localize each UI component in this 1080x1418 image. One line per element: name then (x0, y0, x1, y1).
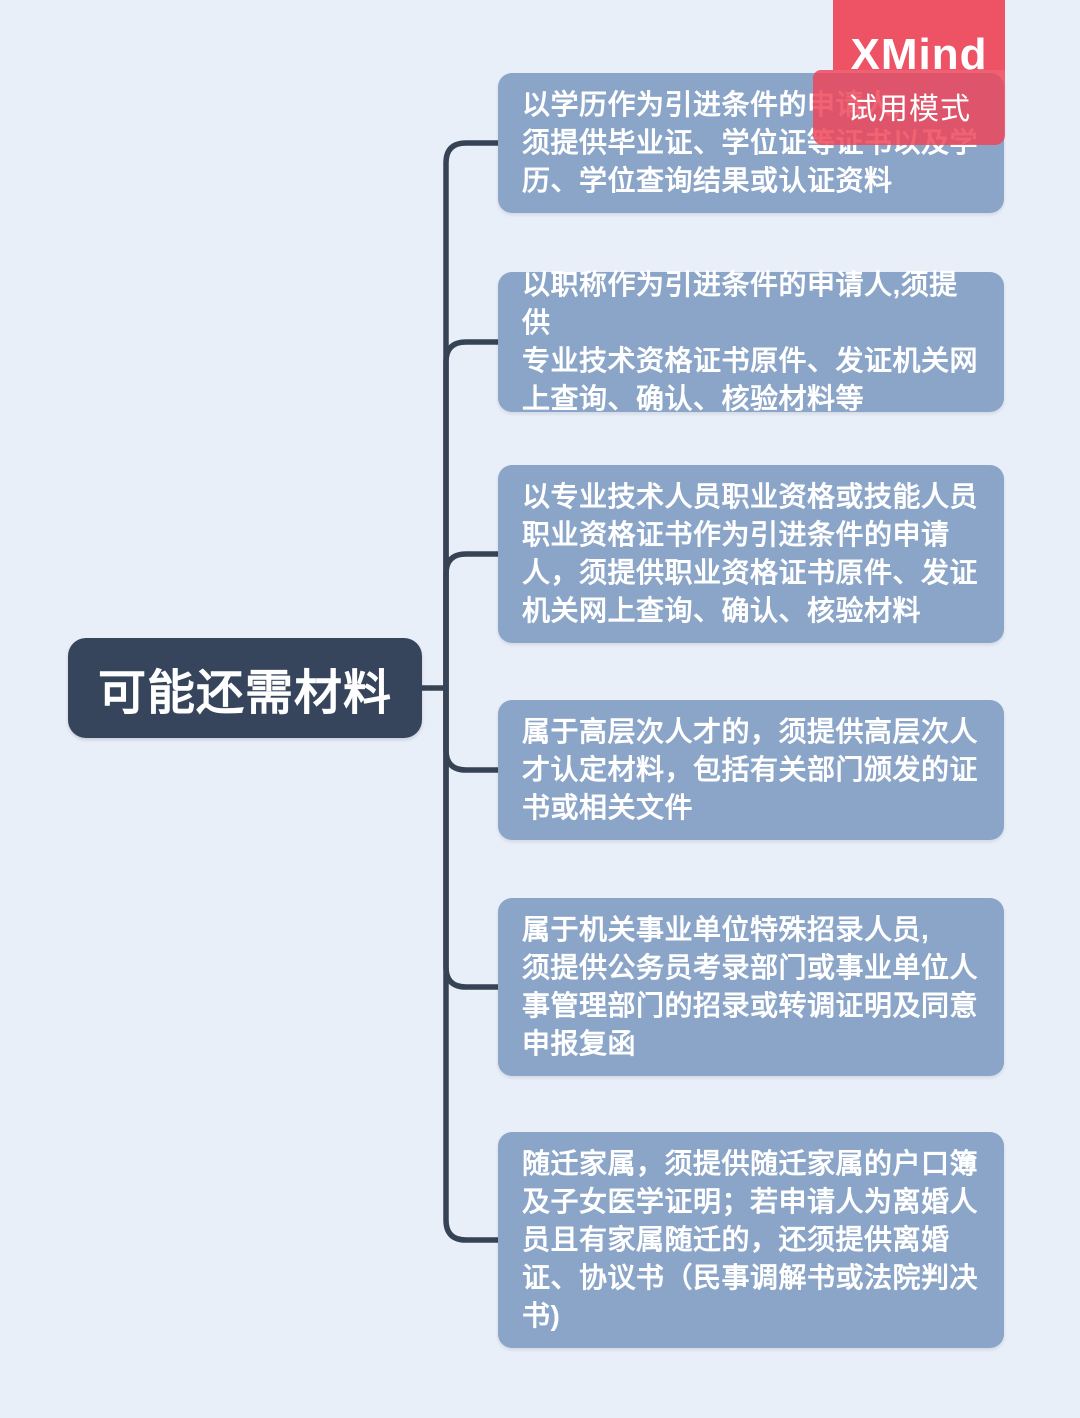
topic-node-vocational-qualification[interactable]: 以专业技术人员职业资格或技能人员 职业资格证书作为引进条件的申请 人，须提供职业… (498, 465, 1004, 643)
xmind-logo-text: XMind (850, 30, 988, 79)
connector-branch-4 (443, 688, 500, 773)
connector-branch-3 (443, 551, 500, 688)
topic-text: 属于高层次人才的，须提供高层次人 才认定材料，包括有关部门颁发的证 书或相关文件 (522, 716, 979, 823)
connector-branch-5 (443, 688, 500, 990)
topic-text: 以职称作为引进条件的申请人,须提供 专业技术资格证书原件、发证机关网 上查询、确… (522, 269, 979, 414)
topic-node-high-level-talent[interactable]: 属于高层次人才的，须提供高层次人 才认定材料，包括有关部门颁发的证 书或相关文件 (498, 700, 1004, 840)
connector-branch-6 (443, 688, 500, 1243)
central-topic-node[interactable]: 可能还需材料 (68, 638, 422, 738)
topic-text: 属于机关事业单位特殊招录人员, 须提供公务员考录部门或事业单位人 事管理部门的招… (522, 914, 979, 1059)
topic-node-professional-title[interactable]: 以职称作为引进条件的申请人,须提供 专业技术资格证书原件、发证机关网 上查询、确… (498, 269, 1004, 414)
watermark-brand-box (833, 0, 1005, 70)
central-topic-label: 可能还需材料 (97, 667, 392, 720)
xmind-trial-watermark[interactable]: XMind 试用模式 (813, 0, 1005, 145)
topic-text: 随迁家属，须提供随迁家属的户口簿 及子女医学证明；若申请人为离婚人 员且有家属随… (522, 1148, 979, 1331)
topic-node-special-recruitment[interactable]: 属于机关事业单位特殊招录人员, 须提供公务员考录部门或事业单位人 事管理部门的招… (498, 898, 1004, 1076)
connector-branch-1 (443, 140, 500, 688)
topic-text: 以专业技术人员职业资格或技能人员 职业资格证书作为引进条件的申请 人，须提供职业… (522, 481, 979, 626)
watermark-mode-box (813, 70, 1005, 145)
connector-branch-2 (443, 339, 500, 688)
trial-mode-label: 试用模式 (847, 93, 971, 126)
topic-node-accompanying-family[interactable]: 随迁家属，须提供随迁家属的户口簿 及子女医学证明；若申请人为离婚人 员且有家属随… (498, 1132, 1004, 1348)
